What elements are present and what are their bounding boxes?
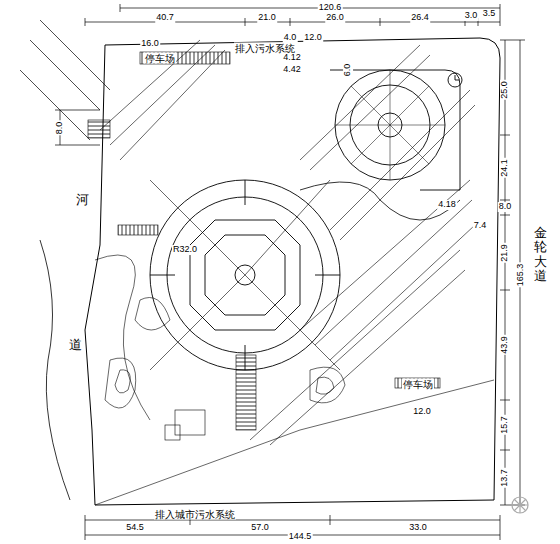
- plan-stroke: [150, 180, 340, 370]
- dimension-label: 13.7: [500, 468, 510, 488]
- dimension-label: 43.9: [500, 335, 510, 355]
- plan-stroke: [335, 70, 445, 180]
- dimension-label: 40.7: [155, 13, 175, 23]
- plan-stroke: [512, 497, 528, 513]
- place-label: 停车场: [402, 379, 434, 390]
- watermark-logo: [512, 497, 528, 513]
- plan-stroke: [95, 380, 494, 505]
- plan-stroke: [500, 40, 525, 505]
- paths: [95, 40, 494, 505]
- dimension-label: R32.0: [172, 245, 198, 255]
- plan-stroke: [150, 180, 340, 370]
- dimension-label: 3.0: [464, 11, 479, 21]
- place-label: 河: [75, 193, 90, 207]
- plan-stroke: [165, 425, 180, 440]
- plan-stroke: [88, 120, 110, 138]
- dimension-label: 6.0: [343, 63, 353, 78]
- dimension-label: 8.0: [55, 121, 65, 136]
- dimension-label: 15.7: [500, 415, 510, 435]
- dimension-label: 4.18: [437, 200, 457, 210]
- dimension-label: 4.0: [283, 33, 298, 43]
- plan-stroke: [448, 73, 462, 87]
- dimension-label: 12.0: [412, 407, 432, 417]
- plan-stroke: [167, 197, 323, 353]
- dimension-label: 16.0: [140, 39, 160, 49]
- plan-stroke: [235, 265, 255, 285]
- dimension-label: 8.0: [498, 202, 513, 212]
- plan-stroke: [20, 20, 110, 140]
- garden-mounds: [105, 298, 345, 409]
- plan-stroke: [512, 497, 528, 513]
- plan-stroke: [205, 235, 285, 315]
- dimension-label: 33.0: [408, 523, 428, 533]
- dimension-label: 144.5: [288, 532, 313, 542]
- plan-stroke: [95, 255, 150, 420]
- plan-stroke: [135, 298, 170, 331]
- dimension-label: 165.3: [516, 263, 526, 288]
- dimension-label: 12.0: [303, 33, 323, 43]
- central-plaza: [150, 180, 340, 370]
- plan-stroke: [300, 180, 475, 360]
- dimension-label: 25.0: [500, 80, 510, 100]
- plan-stroke: [105, 358, 136, 408]
- place-label: 排入城市污水系统: [154, 509, 236, 520]
- dimension-label: 21.9: [500, 243, 510, 263]
- place-label: 道: [68, 338, 83, 352]
- plan-stroke: [330, 70, 460, 190]
- dimension-label: 21.0: [257, 13, 277, 23]
- plan-stroke: [236, 355, 256, 430]
- plan-stroke: [190, 220, 300, 330]
- place-label: 停车场: [144, 53, 176, 64]
- dimension-label: 26.0: [325, 13, 345, 23]
- plan-stroke: [455, 75, 459, 80]
- plan-stroke: [335, 70, 445, 180]
- dimension-label: 7.4: [473, 221, 488, 231]
- plan-stroke: [115, 370, 130, 393]
- dimension-label: 4.12: [282, 53, 302, 63]
- plan-stroke: [316, 377, 334, 394]
- plan-stroke: [310, 367, 345, 403]
- place-label: 排入污水系统: [234, 43, 296, 54]
- dimension-label: 57.0: [250, 523, 270, 533]
- dimension-label: 54.5: [125, 523, 145, 533]
- site-boundary: [40, 38, 500, 505]
- dimension-label: 4.42: [282, 65, 302, 75]
- plan-stroke: [300, 45, 430, 170]
- plan-stroke: [250, 250, 465, 445]
- plan-stroke: [118, 225, 158, 235]
- plan-stroke: [175, 410, 205, 435]
- stairs-and-parking: [88, 52, 440, 440]
- place-label: 金轮大道: [533, 226, 548, 283]
- plan-stroke: [85, 38, 500, 505]
- dimension-label: 24.1: [500, 158, 510, 178]
- dimension-label: 120.6: [318, 3, 343, 13]
- plan-stroke: [140, 52, 230, 64]
- dimension-label: 26.4: [410, 13, 430, 23]
- dimension-label: 3.5: [482, 9, 497, 19]
- dimension-lines: [20, 4, 525, 540]
- top-right-plaza: [330, 70, 462, 190]
- plan-stroke: [40, 240, 70, 500]
- plan-stroke: [85, 4, 500, 26]
- plan-stroke: [150, 180, 340, 370]
- plan-stroke: [300, 182, 460, 220]
